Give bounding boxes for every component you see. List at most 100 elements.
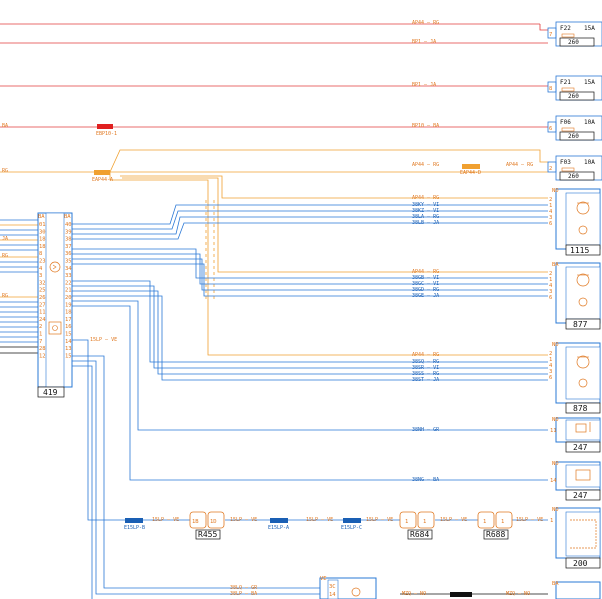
wire-label: AP44 — RG [412, 162, 439, 168]
wire-label: 15LP — VE [440, 517, 467, 523]
pin-label: 3C [329, 584, 336, 590]
fuse-f06[interactable]: F06 10A 260 6 [547, 115, 602, 141]
component-id: 878 [573, 404, 588, 413]
wire-label: 38LQ — GR [230, 585, 258, 591]
component-bottom-right[interactable]: BA [552, 581, 601, 599]
splice-e15lpc [343, 518, 361, 523]
fuse-f21[interactable]: F21 15A 260 8 [547, 75, 602, 101]
pin-right: 13 [65, 346, 72, 352]
component-200[interactable]: 200 NO 1 [550, 507, 601, 569]
light-icon [48, 321, 62, 335]
gauge-icon [576, 273, 590, 287]
wire-label: 38ST — JA [412, 377, 439, 383]
splice-mzq [450, 592, 472, 597]
pin-label: 4 [549, 209, 553, 215]
pin-right: 22 [65, 280, 72, 286]
pin-right: 37 [65, 244, 72, 250]
pin-label: 1 [549, 203, 552, 209]
wire-label: 38NG — BA [412, 477, 439, 483]
pin-right: 18 [65, 310, 72, 316]
splice-ebp10 [97, 124, 113, 129]
pin-label: 3 [549, 215, 552, 221]
pin-label: 2 [549, 166, 552, 172]
pin-label: 1 [549, 277, 552, 283]
connector-r688[interactable]: 1 1 R688 [477, 511, 513, 540]
pin-left: 23 [39, 259, 46, 265]
splice-label-group: EBP10-1 EAP44-A EAP44-D E15LP-B E15LP-A … [92, 131, 481, 531]
pin-right: 36 [65, 251, 72, 257]
pins-419: 0130181882343322526271124217281240393837… [39, 222, 72, 359]
pin-14: 14 [550, 478, 557, 484]
pin-label: 2 [549, 351, 552, 357]
wire-label-group: AP44 — RG BP1 — JA BP1 — JA BA BP10 — BA… [2, 20, 543, 597]
fuse-f03[interactable]: F03 10A 260 2 [547, 155, 602, 181]
splice-label: EBP10-1 [96, 131, 117, 137]
component-247-a[interactable]: 247 NO 11 [550, 417, 601, 453]
splice-e15lpa [270, 518, 288, 523]
connector-r455[interactable]: 1B 1D R455 [189, 511, 225, 540]
pin-label: 1B [192, 519, 199, 525]
gauge-icon [576, 201, 590, 215]
wire-label: 38NH — GR [412, 427, 440, 433]
component-id: R455 [198, 530, 217, 539]
pin-label: 1 [483, 519, 486, 525]
connector-419[interactable]: 419 BA BA 013018188234332252627112421728… [37, 212, 73, 398]
pin-label: 14 [329, 592, 336, 598]
fuse-f22[interactable]: F22 15A 260 7 [547, 21, 602, 47]
wire-label: 38LA — RG [412, 214, 439, 220]
wire-label: BP1 — JA [412, 39, 436, 45]
fuse-name: F22 [560, 25, 571, 32]
wire-label: 38GB — VI [412, 275, 439, 281]
pin-label: 3 [549, 289, 552, 295]
connector-bottom[interactable]: 3C 14 VE [319, 576, 377, 599]
pin-right: 35 [65, 259, 72, 265]
pin-label: 4 [549, 363, 553, 369]
pin-left: 18 [39, 244, 46, 250]
pin-left: 2 [39, 324, 42, 330]
pin-left: 4 [39, 266, 43, 272]
pin-ba: BA [552, 262, 559, 268]
wire-label: RG [2, 293, 8, 299]
wire-label: AP44 — RG [506, 162, 533, 168]
wire-label: 15LP — VE [516, 517, 543, 523]
wire-label: 15LP — VE [90, 337, 117, 343]
pin-11: 11 [550, 428, 557, 434]
fuse-name: F21 [560, 79, 571, 86]
pin-left: 28 [39, 346, 46, 352]
pin-left: 26 [39, 295, 46, 301]
splice-eap44d [462, 164, 480, 169]
pin-label: 1 [549, 357, 552, 363]
component-247-b[interactable]: 247 NO 14 [550, 461, 601, 501]
wire-label: RG [2, 253, 8, 259]
pin-left: 01 [39, 222, 46, 228]
pin-right: 34 [65, 266, 72, 272]
splice-eap44a [94, 170, 110, 175]
wire-label: 38GC — VI [412, 281, 439, 287]
pin-no: NO [552, 461, 559, 467]
pin-left: 25 [39, 288, 46, 294]
wire-label: RG [2, 168, 8, 174]
component-id: 247 [573, 443, 588, 452]
pin-label: 2 [549, 271, 552, 277]
component-id: 419 [43, 388, 58, 397]
component-id: 247 [573, 491, 588, 500]
wire-label: AP44 — RG [412, 352, 439, 358]
speaker-icon [351, 587, 361, 597]
pin-left: 3 [39, 273, 42, 279]
pin-left: 32 [39, 280, 46, 286]
pin-left: 27 [39, 302, 46, 308]
pin-right: 14 [65, 339, 72, 345]
wire-label: BP10 — BA [412, 123, 439, 129]
pin-right: 16 [65, 324, 72, 330]
wire-label: BA [2, 123, 8, 129]
pin-right: 15 [65, 353, 72, 359]
pin-right: 21 [65, 288, 72, 294]
connector-r684[interactable]: 1 1 R684 [399, 511, 435, 540]
dashed-orange [205, 200, 215, 300]
orange-wires [0, 149, 548, 356]
pin-right: 15 [65, 332, 72, 338]
wire-label: 38LB — JA [412, 220, 439, 226]
